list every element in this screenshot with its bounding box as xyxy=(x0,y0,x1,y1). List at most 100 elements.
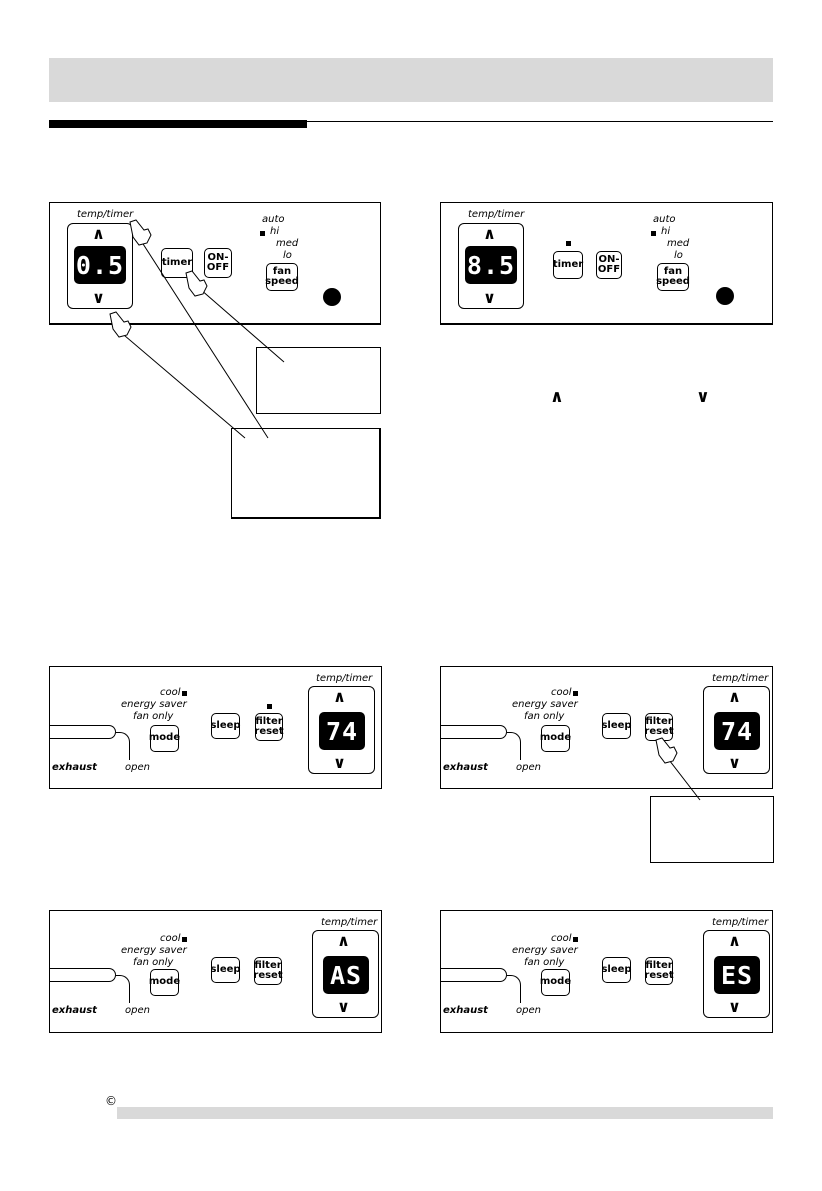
copyright-symbol: © xyxy=(105,1094,117,1108)
filter-reset-line1: filter xyxy=(645,715,673,727)
filter-reset-line2: reset xyxy=(254,726,284,737)
fan-hi-indicator xyxy=(260,231,265,236)
filter-reset-line2: reset xyxy=(644,726,674,737)
down-arrow-button[interactable]: ∨ xyxy=(728,753,741,772)
down-arrow-button[interactable]: ∨ xyxy=(728,997,741,1016)
power-indicator-dot xyxy=(323,288,341,306)
sleep-button[interactable]: sleep xyxy=(210,957,241,983)
exhaust-duct xyxy=(50,725,116,739)
cool-indicator xyxy=(182,937,187,942)
filter-reset-button[interactable]: filter reset xyxy=(254,713,284,741)
exhaust-duct-bend xyxy=(116,732,130,760)
timer-button[interactable]: timer xyxy=(161,248,193,278)
sleep-button[interactable]: sleep xyxy=(601,713,632,739)
down-arrow-button[interactable]: ∨ xyxy=(333,753,346,772)
sleep-button[interactable]: sleep xyxy=(210,713,241,739)
filter-reset-line1: filter xyxy=(255,715,283,727)
timer-indicator xyxy=(566,241,571,246)
on-off-line1: ON- xyxy=(598,253,620,265)
fan-med-label: med xyxy=(276,238,299,249)
lcd-display: AS xyxy=(323,956,369,994)
mode-button[interactable]: mode xyxy=(540,725,571,752)
up-arrow-button[interactable]: ∧ xyxy=(92,224,105,243)
callout-box-arrows xyxy=(231,428,381,519)
display-frame: ∧ ES ∨ xyxy=(703,930,770,1018)
control-panel-timer-active: temp/timer ∧ 8.5 ∨ timer ON- OFF auto hi… xyxy=(440,202,773,325)
filter-reset-button[interactable]: filter reset xyxy=(644,957,674,985)
on-off-button[interactable]: ON- OFF xyxy=(204,248,232,278)
callout-box-filter xyxy=(650,796,774,863)
temp-timer-label: temp/timer xyxy=(468,209,525,220)
mode-button[interactable]: mode xyxy=(149,969,180,996)
control-panel-display-as: cool energy saver fan only exhaust open … xyxy=(49,910,382,1033)
cool-label: cool xyxy=(160,687,181,698)
filter-reset-line1: filter xyxy=(645,959,673,971)
energy-saver-label: energy saver xyxy=(512,699,578,710)
fan-speed-line2: speed xyxy=(656,276,690,287)
down-arrow-button[interactable]: ∨ xyxy=(92,288,105,307)
leader-line-down-arrow xyxy=(117,329,246,439)
exhaust-duct-bend xyxy=(507,732,521,760)
fan-speed-line1: fan xyxy=(272,265,292,277)
fan-hi-indicator xyxy=(651,231,656,236)
open-label: open xyxy=(125,1005,150,1016)
down-arrow-button[interactable]: ∨ xyxy=(337,997,350,1016)
exhaust-label: exhaust xyxy=(52,762,97,773)
cool-indicator xyxy=(573,691,578,696)
display-frame: ∧ 74 ∨ xyxy=(703,686,770,774)
on-off-button[interactable]: ON- OFF xyxy=(596,251,622,279)
mode-button[interactable]: mode xyxy=(540,969,571,996)
fan-only-label: fan only xyxy=(133,957,174,968)
fan-only-label: fan only xyxy=(524,711,565,722)
filter-reset-line1: filter xyxy=(254,959,282,971)
exhaust-label: exhaust xyxy=(52,1005,97,1016)
exhaust-duct-bend xyxy=(116,975,130,1003)
down-arrow-button[interactable]: ∨ xyxy=(483,288,496,307)
cool-indicator xyxy=(182,691,187,696)
control-panel-filter-reset: cool energy saver fan only exhaust open … xyxy=(440,666,773,789)
temp-timer-label: temp/timer xyxy=(321,917,378,928)
up-arrow-button[interactable]: ∧ xyxy=(728,687,741,706)
callout-box-timer xyxy=(256,347,381,414)
filter-reset-button[interactable]: filter reset xyxy=(253,957,283,985)
fan-auto-label: auto xyxy=(653,214,676,225)
footer-bar xyxy=(117,1107,773,1119)
mode-button[interactable]: mode xyxy=(149,725,180,752)
display-frame: ∧ 8.5 ∨ xyxy=(458,223,524,309)
energy-saver-label: energy saver xyxy=(121,699,187,710)
control-panel-mode-cool: cool energy saver fan only exhaust open … xyxy=(49,666,382,789)
energy-saver-label: energy saver xyxy=(121,945,187,956)
energy-saver-label: energy saver xyxy=(512,945,578,956)
fan-auto-label: auto xyxy=(262,214,285,225)
up-arrow-button[interactable]: ∧ xyxy=(483,224,496,243)
fan-speed-button[interactable]: fan speed xyxy=(656,263,690,291)
fan-hi-label: hi xyxy=(270,226,280,237)
lcd-display: ES xyxy=(714,956,760,994)
temp-timer-label: temp/timer xyxy=(712,673,769,684)
open-label: open xyxy=(516,762,541,773)
filter-reset-line2: reset xyxy=(644,970,674,981)
up-arrow-button[interactable]: ∧ xyxy=(337,931,350,950)
open-label: open xyxy=(125,762,150,773)
fan-speed-button[interactable]: fan speed xyxy=(265,263,299,291)
temp-timer-label: temp/timer xyxy=(712,917,769,928)
on-off-line2: OFF xyxy=(597,264,621,275)
open-label: open xyxy=(516,1005,541,1016)
cool-label: cool xyxy=(160,933,181,944)
fan-lo-label: lo xyxy=(674,250,683,261)
lcd-display: 74 xyxy=(714,712,760,750)
timer-button[interactable]: timer xyxy=(553,251,583,279)
up-arrow-button[interactable]: ∧ xyxy=(333,687,346,706)
exhaust-duct-bend xyxy=(507,975,521,1003)
fan-hi-label: hi xyxy=(661,226,671,237)
cool-label: cool xyxy=(551,687,572,698)
sleep-button[interactable]: sleep xyxy=(601,957,632,983)
control-panel-display-es: cool energy saver fan only exhaust open … xyxy=(440,910,773,1033)
filter-reset-button[interactable]: filter reset xyxy=(644,713,674,741)
exhaust-label: exhaust xyxy=(443,1005,488,1016)
cool-indicator xyxy=(573,937,578,942)
header-rule-thin xyxy=(49,121,773,122)
header-rule-thick xyxy=(49,120,307,128)
fan-only-label: fan only xyxy=(524,957,565,968)
up-arrow-button[interactable]: ∧ xyxy=(728,931,741,950)
